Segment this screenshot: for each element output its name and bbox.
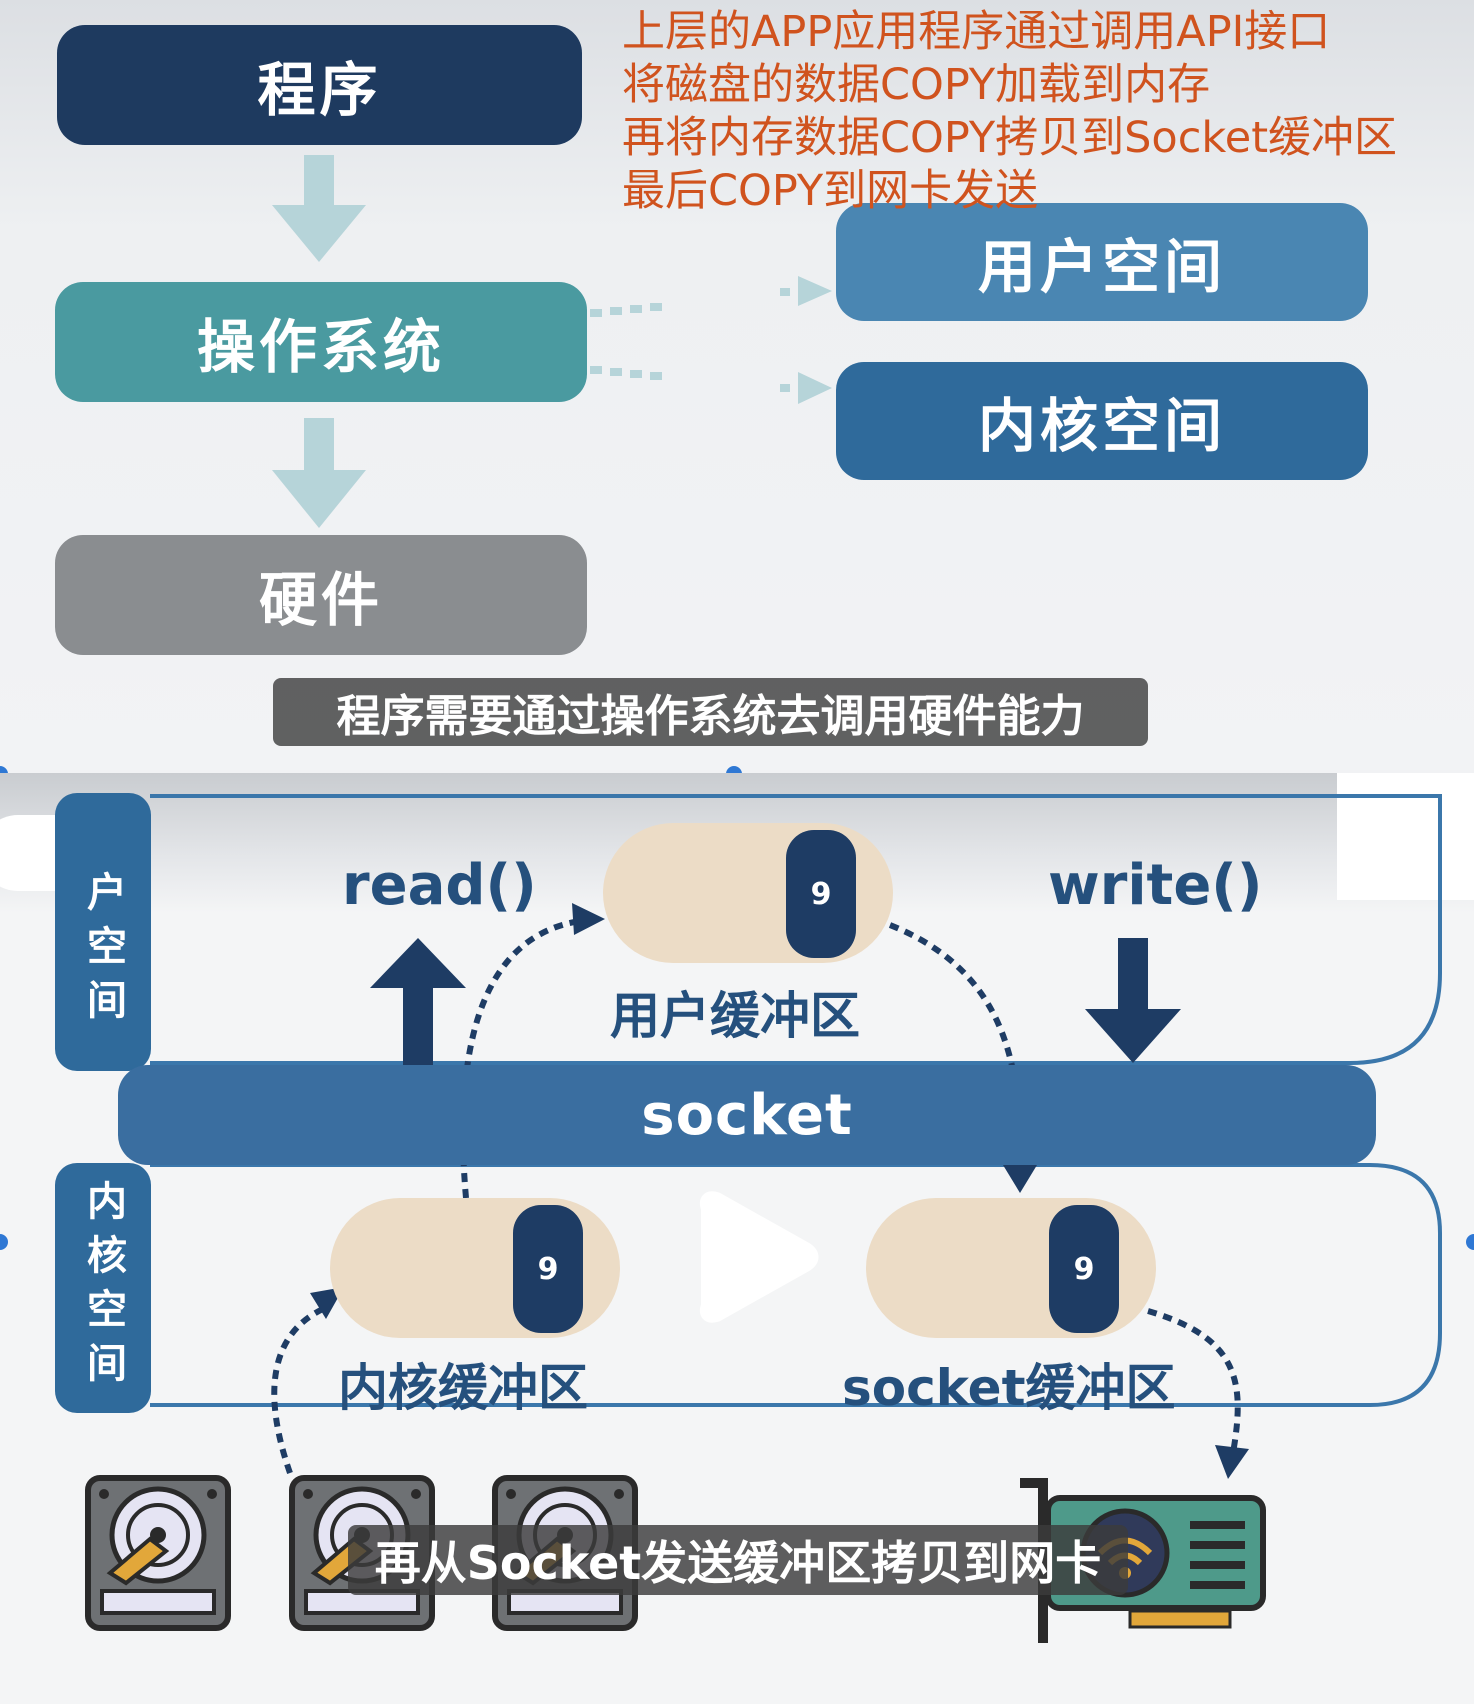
- dotted-arrow-icon: [271, 1305, 327, 1474]
- dotted-arrow-icon: [590, 276, 832, 317]
- resize-handle-right[interactable]: [1466, 1234, 1474, 1250]
- bottom-caption: 再从Socket发送缓冲区拷贝到网卡: [348, 1525, 1128, 1595]
- user-space-label: 用户空间: [977, 233, 1226, 301]
- arrowhead: [572, 903, 605, 935]
- arrowhead: [1215, 1445, 1249, 1479]
- os-layers-panel: 程序 操作系统 硬件: [0, 0, 1474, 770]
- os-label: 操作系统: [196, 313, 445, 381]
- top-arrows-layer: [272, 155, 832, 528]
- user-buffer-chip: 9: [786, 830, 856, 958]
- read-label: read(): [342, 853, 537, 918]
- dotted-arrow-icon: [590, 366, 832, 404]
- os-box: 操作系统: [55, 282, 587, 402]
- up-arrow-icon: [370, 938, 466, 1068]
- zero-copy-diagram-panel: 户空间 内核空间 read() write() 9 用户缓冲区 socket 9…: [0, 773, 1474, 1704]
- socket-label: socket: [641, 1082, 853, 1148]
- down-arrow-icon: [272, 418, 366, 528]
- top-caption: 程序需要通过操作系统去调用硬件能力: [273, 678, 1148, 746]
- socket-buffer-chip: 9: [1049, 1205, 1119, 1333]
- resize-handle-left-lower[interactable]: [0, 1234, 8, 1250]
- socket-buffer-label: socket缓冲区: [842, 1359, 1176, 1417]
- user-space-box: 用户空间: [836, 203, 1368, 321]
- user-space-outline: [150, 794, 1442, 1065]
- hardware-box: 硬件: [55, 535, 587, 655]
- kernel-space-side-text: 内核空间: [80, 1180, 126, 1396]
- hard-disk-icon: [85, 1475, 231, 1631]
- user-buffer-label: 用户缓冲区: [610, 987, 860, 1045]
- user-space-side-label: 户空间: [55, 793, 151, 1071]
- down-arrow-icon: [272, 155, 366, 262]
- play-icon[interactable]: [699, 1191, 819, 1323]
- play-overlay: [699, 1191, 819, 1323]
- program-box: 程序: [57, 25, 582, 145]
- write-label: write(): [1048, 853, 1263, 918]
- socket-bar: socket: [118, 1065, 1376, 1165]
- kernel-space-label: 内核空间: [977, 392, 1226, 460]
- annotation-line-3: 再将内存数据COPY拷贝到Socket缓冲区: [622, 113, 1398, 163]
- annotation-line-1: 上层的APP应用程序通过调用API接口: [622, 7, 1331, 57]
- annotation-line-4: 最后COPY到网卡发送: [622, 166, 1039, 216]
- kernel-buffer-label: 内核缓冲区: [338, 1359, 588, 1417]
- kernel-space-outline: [150, 1163, 1442, 1407]
- hardware-label: 硬件: [258, 566, 383, 634]
- down-arrow-icon: [1085, 938, 1181, 1063]
- kernel-space-box: 内核空间: [836, 362, 1368, 480]
- dotted-arrow-icon: [1147, 1308, 1241, 1454]
- user-space-side-text: 户空间: [80, 871, 126, 1033]
- kernel-buffer-chip: 9: [513, 1205, 583, 1333]
- annotation-line-2: 将磁盘的数据COPY加载到内存: [622, 60, 1211, 110]
- arrowhead: [1003, 1165, 1037, 1193]
- program-label: 程序: [257, 56, 382, 124]
- kernel-space-side-label: 内核空间: [55, 1163, 151, 1413]
